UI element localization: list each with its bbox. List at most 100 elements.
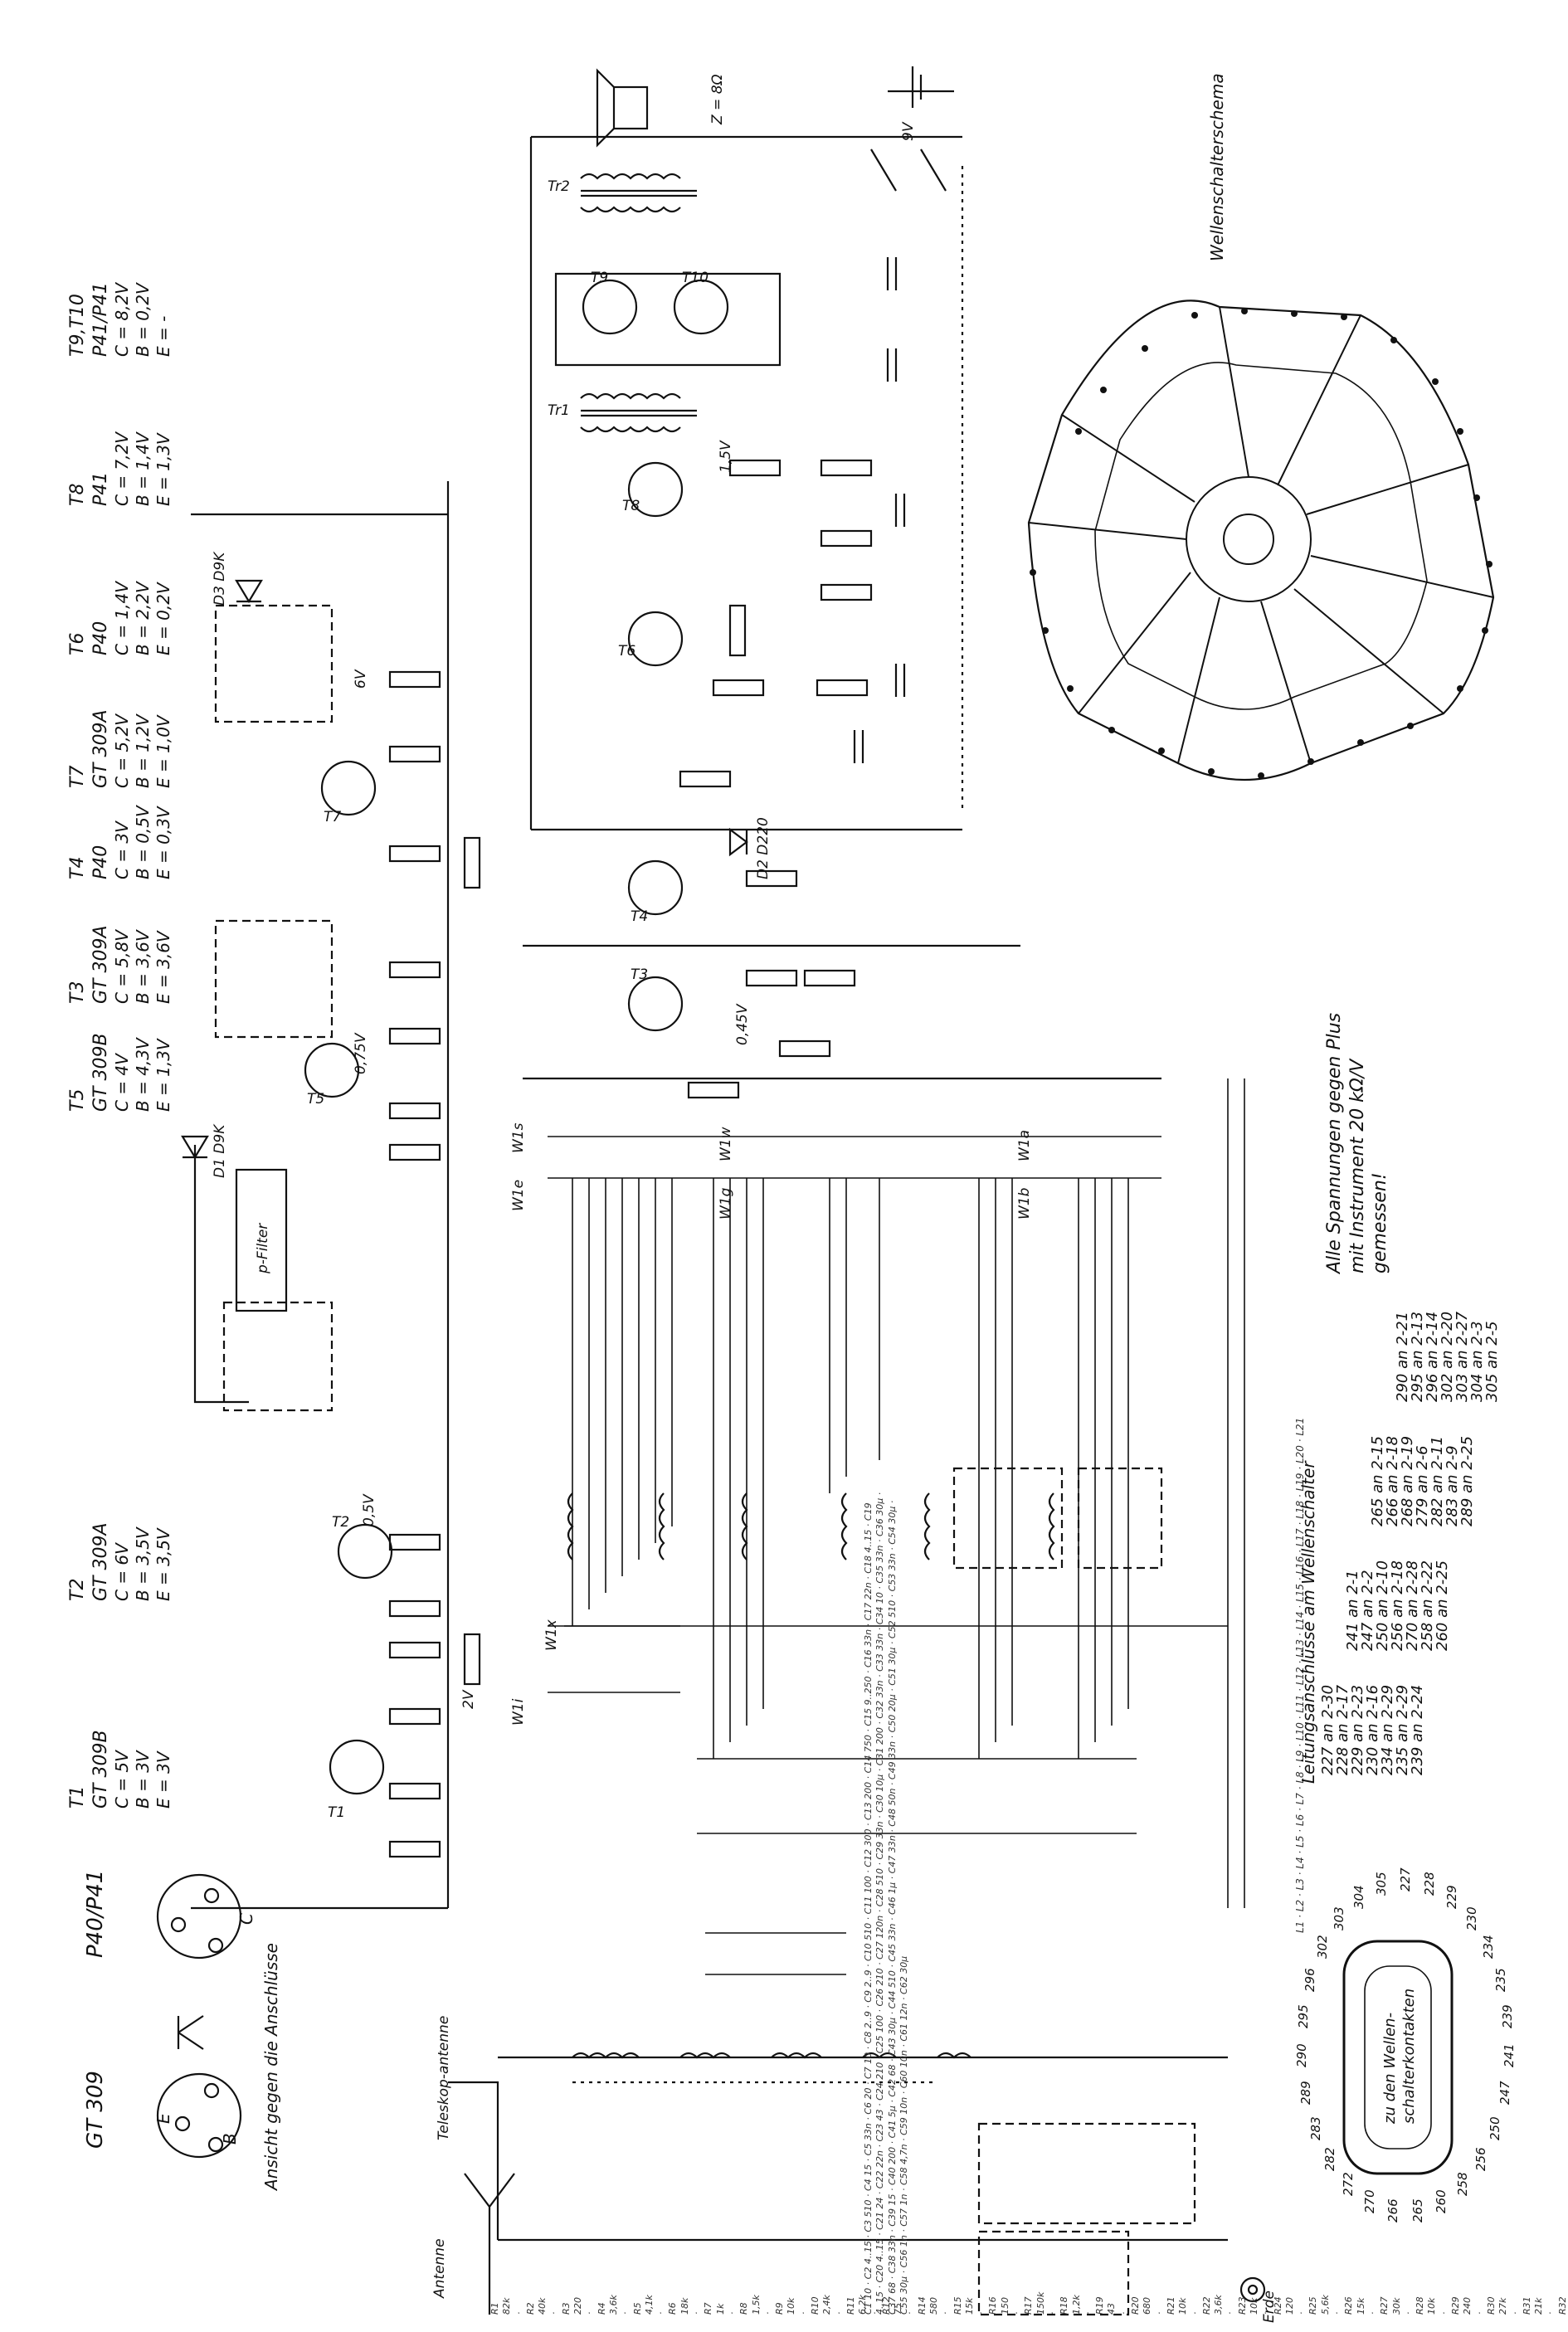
voltage-label-075v: 0,75V bbox=[353, 1032, 369, 1074]
battery-label: 9V bbox=[900, 121, 917, 141]
capacitor-label: C60 10n · bbox=[898, 2041, 909, 2089]
earth-label: Erde bbox=[1261, 2291, 1278, 2323]
transistor-b: B = 3,6V bbox=[133, 930, 153, 1004]
pinout-p40-label: P40/P41 bbox=[83, 1869, 108, 1958]
capacitor-label: C9 2..9 · bbox=[863, 1961, 874, 2003]
connection-entry: 289 an 2-25 bbox=[1458, 1435, 1476, 1526]
capacitor-label: C56 1n · bbox=[898, 2226, 909, 2268]
transistor-type: GT 309B bbox=[90, 1033, 111, 1112]
contact-number: 289 bbox=[1298, 2081, 1313, 2105]
contact-number: 239 bbox=[1500, 2004, 1515, 2028]
pinout-gt309-label: GT 309 bbox=[83, 2071, 108, 2149]
capacitor-label: C38 33n · bbox=[886, 2226, 898, 2274]
diode-label-d3: D3 D9K bbox=[212, 551, 228, 606]
contact-number: 272 bbox=[1341, 2172, 1356, 2196]
capacitor-label: C58 4,7n · bbox=[898, 2135, 909, 2186]
capacitor-label: C34 10 · bbox=[874, 1583, 886, 1625]
voltage-note-line-2: mit Instrument 20 kΩ/V bbox=[1346, 1059, 1368, 1273]
capacitor-label: C7 10 · bbox=[863, 2043, 874, 2080]
transistor-type: GT 309A bbox=[90, 925, 111, 1004]
transistor-b: B = 1,2V bbox=[133, 714, 153, 788]
capacitor-label: C59 10n · bbox=[898, 2088, 909, 2135]
contact-number: 303 bbox=[1332, 1906, 1346, 1930]
transistor-name: T4 bbox=[67, 856, 88, 879]
capacitor-label: C15 9..250 · bbox=[863, 1667, 874, 1726]
contact-number: 230 bbox=[1464, 1906, 1479, 1930]
contact-number: 235 bbox=[1493, 1968, 1508, 1992]
coil-label: L7 · bbox=[1294, 1783, 1306, 1805]
contact-number: 296 bbox=[1303, 1968, 1317, 1992]
transistor-c: C = 7,2V bbox=[112, 432, 132, 506]
switch-label-w1g: W1g bbox=[718, 1187, 734, 1220]
capacitor-label: C47 33n · bbox=[886, 1826, 898, 1874]
switch-label-w1b: W1b bbox=[1016, 1188, 1033, 1220]
transistor-name: T9,T10 bbox=[67, 294, 88, 357]
switch-label-w1w: W1w bbox=[718, 1127, 734, 1161]
capacitor-label: C21 24 · bbox=[874, 2188, 886, 2230]
transistor-name: T5 bbox=[67, 1088, 88, 1112]
contacts-label: zu den Wellen- schalterkontakten bbox=[1381, 1989, 1419, 2124]
transistor-name: T8 bbox=[67, 483, 88, 506]
contact-number: 258 bbox=[1455, 2172, 1470, 2196]
contact-number: 227 bbox=[1398, 1867, 1413, 1891]
voltage-note-line-3: gemessen! bbox=[1370, 1172, 1390, 1273]
capacitor-label: C44 510 · bbox=[886, 1961, 898, 2009]
contact-board bbox=[1342, 1940, 1454, 2175]
mixer-oscillator-block bbox=[523, 827, 1245, 1975]
capacitor-label: C33 33n · bbox=[874, 1624, 886, 1672]
contact-number: 250 bbox=[1488, 2116, 1502, 2140]
contact-number: 304 bbox=[1351, 1885, 1366, 1909]
capacitor-label: C55 30μ · bbox=[898, 2267, 909, 2315]
contact-number: 234 bbox=[1481, 1935, 1496, 1959]
capacitor-label: C39 15 · bbox=[886, 2185, 898, 2227]
capacitor-label: C3 510 · bbox=[863, 2191, 874, 2232]
connections-title: Leitungsanschlüsse am Wellenschalter bbox=[1298, 1461, 1318, 1784]
transistor-name: T1 bbox=[67, 1785, 88, 1809]
capacitor-label: C32 33n · bbox=[874, 1671, 886, 1719]
capacitor-label: C36 30μ · bbox=[874, 1492, 886, 1536]
transistor-type: P40 bbox=[90, 621, 111, 655]
antenna-label: Antenne bbox=[431, 2238, 448, 2299]
coil-label: L6 · bbox=[1294, 1804, 1306, 1827]
voltage-note: Alle Spannungen gegen Plus mit Instrumen… bbox=[1323, 1013, 1392, 1273]
resistor-label: R32 15k · bbox=[1556, 2296, 1568, 2315]
transistor-c: C = 3V bbox=[112, 821, 132, 879]
transistor-c: C = 4V bbox=[112, 1054, 132, 1112]
contact-number: 247 bbox=[1497, 2081, 1512, 2105]
coil-label: L2 · bbox=[1294, 1890, 1306, 1912]
coil-label: L1 · bbox=[1294, 1911, 1306, 1933]
transistor-e: E = 0,3V bbox=[153, 806, 173, 879]
pinout-drawings bbox=[156, 1873, 242, 2159]
capacitor-label: C22 22n · bbox=[874, 2141, 886, 2189]
voltage-label-6v: 6V bbox=[353, 669, 369, 689]
transistor-b: B = 4,3V bbox=[133, 1038, 153, 1112]
capacitor-value-list: C1 10 · C2 4..15 · C3 510 · C4 15 · C5 3… bbox=[863, 1485, 910, 2315]
coil-label: L3 · bbox=[1294, 1868, 1306, 1891]
contact-number: 266 bbox=[1385, 2198, 1400, 2222]
capacitor-label: C24 210 · bbox=[874, 2053, 886, 2101]
if-amplifier-chain bbox=[181, 481, 481, 1910]
transistor-e: E = 1,0V bbox=[153, 715, 173, 788]
transistor-name: T7 bbox=[67, 765, 88, 788]
contact-number: 282 bbox=[1322, 2147, 1337, 2171]
diode-label-d1: D1 D9K bbox=[212, 1123, 228, 1178]
pin-label-c: C bbox=[236, 1913, 256, 1925]
capacitor-label: C57 1n · bbox=[898, 2185, 909, 2227]
connection-entry: 260 an 2-25 bbox=[1434, 1560, 1451, 1651]
capacitor-label: C4 15 · bbox=[863, 2155, 874, 2191]
voltage-label-2v: 2V bbox=[460, 1689, 477, 1709]
capacitor-label: C53 33n · bbox=[886, 1544, 898, 1592]
contact-number: 290 bbox=[1294, 2043, 1309, 2067]
voltage-label-15v: 1,5V bbox=[718, 440, 734, 473]
capacitor-label: C13 200 · bbox=[863, 1773, 874, 1821]
contact-number: 256 bbox=[1473, 2147, 1488, 2171]
contact-number: 270 bbox=[1362, 2189, 1377, 2213]
transistor-e: E = 3V bbox=[153, 1751, 173, 1809]
switch-label-w1i: W1i bbox=[510, 1698, 527, 1726]
